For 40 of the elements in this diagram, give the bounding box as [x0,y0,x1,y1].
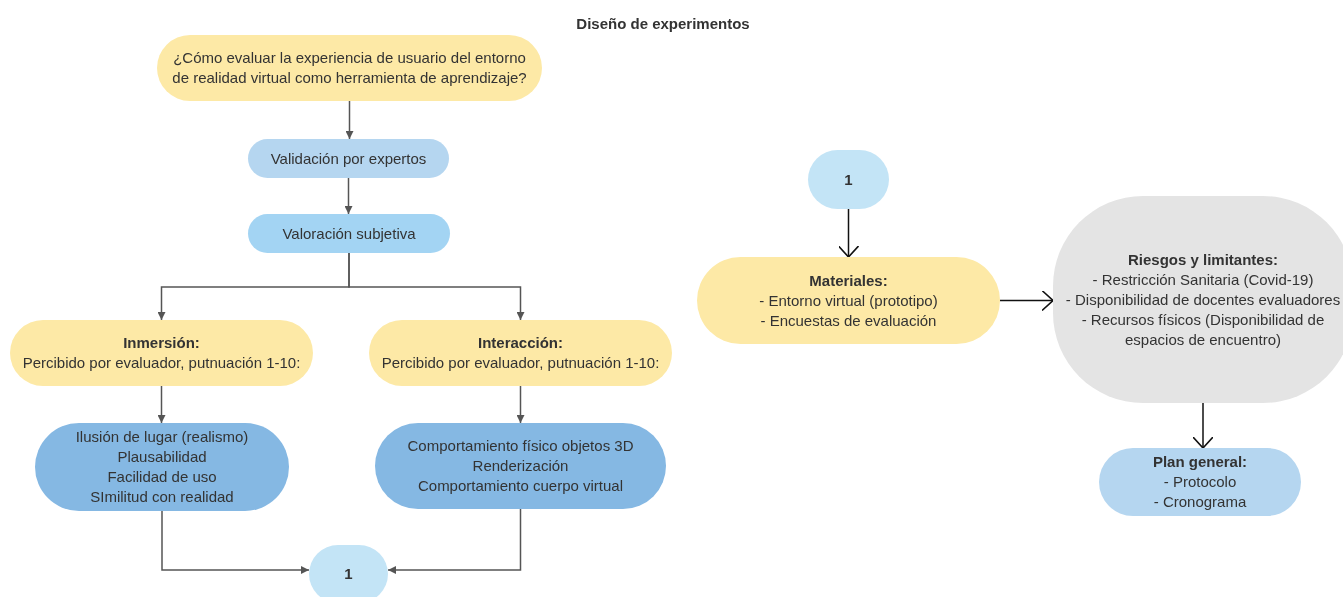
arrow [1192,402,1214,449]
node-text: SImilitud con realidad [90,487,234,507]
diagram-title: Diseño de experimentos [575,14,751,34]
node-text: Renderización [472,456,569,476]
node-heading: Riesgos y limitantes: [1127,249,1278,270]
node-text: - Encuestas de evaluación [760,310,937,331]
process-pill [248,139,449,178]
node-text: Comportamiento físico objetos 3D [407,436,634,456]
arrow [516,385,525,424]
node-text: - Entorno virtual (prototipo) [759,290,938,311]
node-text: - Recursos físicos (Disponibilidad de espacios de encuentro) [1080,309,1326,350]
node-text: Comportamiento cuerpo virtual [417,476,624,496]
node-text: - Restricción Sanitaria (Covid-19) [1092,269,1314,290]
node-text: Valoración subjetiva [282,223,416,244]
arrow [345,100,354,140]
arrow [344,177,353,215]
arrow [387,508,522,574]
node-text: - Cronograma [1153,492,1247,512]
node-text: Ilusión de lugar (realismo) [75,427,249,447]
arrow [999,289,1054,312]
node-text: Percibido por evaluador, putnuación 1-10: [381,353,660,373]
arrow [157,385,166,424]
arrow [348,252,525,321]
node-text: - Disponibilidad de docentes evaluadores [1065,289,1341,310]
node-text: Facilidad de uso [107,467,217,487]
node-text: - Protocolo [1163,472,1237,492]
arrow [161,510,310,574]
node-text: Plausabilidad [117,447,207,467]
node-text: Percibido por evaluador, putnuación 1-10: [22,353,301,373]
node-heading: Inmersión: [123,333,200,353]
node-text: ¿Cómo evaluar la experiencia de usuario del entorno de realidad virtual como herramienta de aprendizaje? [171,48,528,88]
node-heading: Materiales: [809,270,888,291]
risks-shape [1053,196,1343,403]
node-heading: Interacción: [478,333,563,353]
node-heading: 1 [344,564,353,584]
node-heading: 1 [844,169,853,190]
process-pill [248,214,450,253]
arrow [837,208,860,258]
node-text: Validación por expertos [270,148,427,169]
node-heading: Plan general: [1152,452,1248,472]
